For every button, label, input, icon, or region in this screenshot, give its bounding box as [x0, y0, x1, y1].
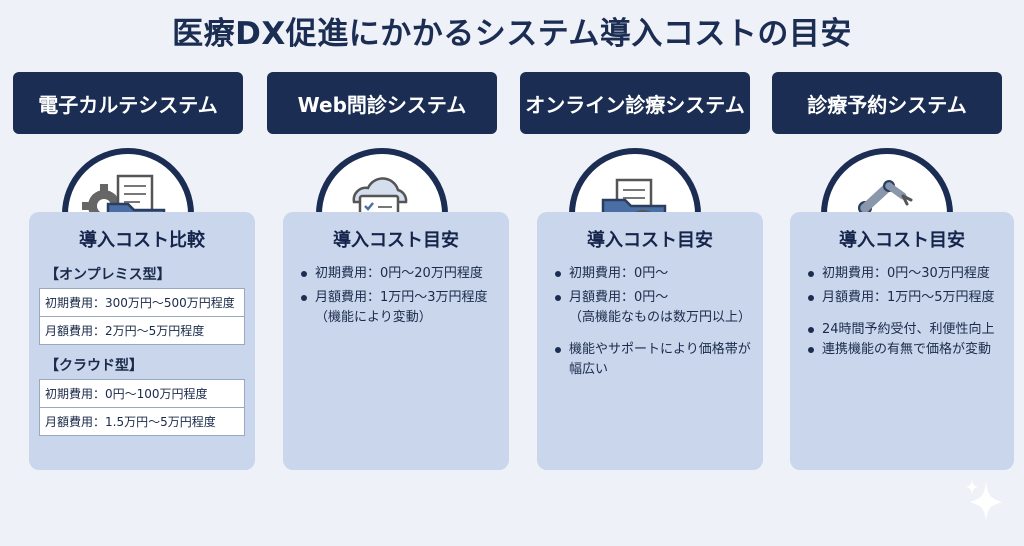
column-header: 電子カルテシステム — [13, 72, 243, 134]
list-item: 初期費用：0円～20万円程度 — [301, 264, 499, 284]
cost-card-appointment: 導入コスト目安 初期費用：0円～30万円程度 月額費用：1万円～5万円程度 24… — [790, 212, 1014, 470]
group-label-cloud: 【クラウド型】 — [45, 358, 143, 374]
cost-card-online-consultation: 導入コスト目安 初期費用：0円～ 月額費用：0円～ （高機能なものは数万円以上）… — [537, 212, 763, 470]
group-label-onpremise: 【オンプレミス型】 — [45, 267, 171, 283]
list-item: 月額費用：0円～ — [555, 288, 753, 308]
cost-row: 月額費用：1.5万円～5万円程度 — [39, 408, 245, 436]
cost-card-ehr: 導入コスト比較 【オンプレミス型】 初期費用：300万円～500万円程度 月額費… — [29, 212, 255, 470]
cost-list: 初期費用：0円～30万円程度 月額費用：1万円～5万円程度 24時間予約受付、利… — [800, 264, 1004, 360]
list-item-note: （高機能なものは数万円以上） — [569, 310, 752, 325]
list-item-note: （機能により変動） — [315, 310, 432, 325]
list-item: 月額費用：1万円～5万円程度 — [808, 288, 1004, 308]
list-item: 月額費用：1万円～3万円程度 — [301, 288, 499, 308]
cost-list: 初期費用：0円～20万円程度 月額費用：1万円～3万円程度 （機能により変動） — [293, 264, 499, 328]
page-title: 医療DX促進にかかるシステム導入コストの目安 — [172, 16, 852, 52]
list-item: 24時間予約受付、利便性向上 — [808, 320, 1004, 340]
sparkle-icon — [966, 480, 1002, 520]
column-header: 診療予約システム — [772, 72, 1002, 134]
card-title: 導入コスト比較 — [79, 230, 205, 251]
list-item: 機能やサポートにより価格帯が幅広い — [555, 340, 753, 380]
cost-list: 初期費用：0円～ 月額費用：0円～ （高機能なものは数万円以上） 機能やサポート… — [547, 264, 753, 380]
card-title: 導入コスト目安 — [333, 230, 459, 251]
list-item: 連携機能の有無で価格が変動 — [808, 340, 1004, 360]
cost-row: 月額費用：2万円～5万円程度 — [39, 317, 245, 345]
cost-card-web-questionnaire: 導入コスト目安 初期費用：0円～20万円程度 月額費用：1万円～3万円程度 （機… — [283, 212, 509, 470]
card-title: 導入コスト目安 — [587, 230, 713, 251]
card-title: 導入コスト目安 — [839, 230, 965, 251]
list-item: 初期費用：0円～30万円程度 — [808, 264, 1004, 284]
column-header: オンライン診療システム — [520, 72, 750, 134]
column-header: Web問診システム — [267, 72, 497, 134]
cost-row: 初期費用：0円～100万円程度 — [39, 379, 245, 408]
list-item: 初期費用：0円～ — [555, 264, 753, 284]
cost-row: 初期費用：300万円～500万円程度 — [39, 288, 245, 317]
